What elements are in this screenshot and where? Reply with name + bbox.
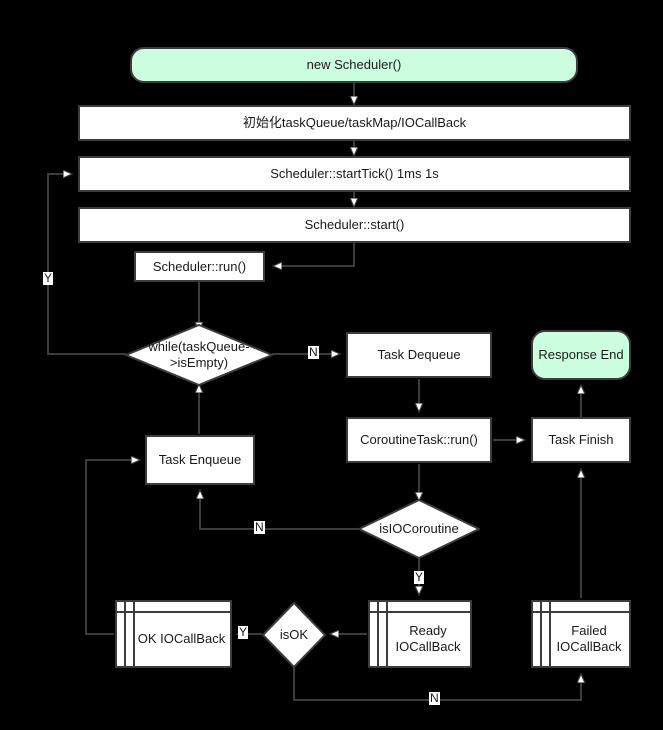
- subroutine-bar-left: [540, 602, 542, 666]
- node-task-finish[interactable]: Task Finish: [531, 417, 631, 463]
- node-task-dequeue[interactable]: Task Dequeue: [346, 332, 492, 378]
- node-ready-iocallback[interactable]: Ready IOCallBack: [368, 600, 472, 668]
- node-new-scheduler[interactable]: new Scheduler(): [130, 47, 578, 83]
- node-scheduler-start-tick-label: Scheduler::startTick() 1ms 1s: [270, 166, 439, 181]
- edge-ok-to-enqueue: [85, 460, 139, 635]
- node-response-end-label: Response End: [538, 347, 624, 362]
- subroutine-top-rule: [370, 611, 470, 613]
- subroutine-top-rule: [117, 611, 230, 613]
- node-ok-iocallback[interactable]: OK IOCallBack: [115, 600, 232, 668]
- edge-start-to-run: [274, 242, 355, 266]
- edge-isiocoroutine-no-to-enqueue: [200, 491, 358, 530]
- node-new-scheduler-label: new Scheduler(): [306, 57, 402, 72]
- node-while-task-queue-empty[interactable]: while(taskQueue->isEmpty): [125, 324, 273, 386]
- edge-label-isok-no: N: [429, 691, 440, 705]
- edge-label-isok-yes: Y: [238, 625, 249, 639]
- node-coroutine-task-run[interactable]: CoroutineTask::run(): [346, 417, 492, 463]
- node-scheduler-start-label: Scheduler::start(): [304, 217, 405, 232]
- node-init-structures-label: 初始化taskQueue/taskMap/IOCallBack: [242, 115, 467, 130]
- subroutine-bar-inner: [386, 602, 388, 666]
- node-coroutine-task-run-label: CoroutineTask::run(): [360, 432, 478, 447]
- node-task-finish-label: Task Finish: [548, 432, 614, 447]
- diamond-shape: [262, 602, 326, 668]
- node-task-dequeue-label: Task Dequeue: [377, 347, 461, 362]
- edge-while-yes-to-starttick: [47, 174, 126, 355]
- edge-label-while-no: N: [308, 345, 319, 359]
- node-is-ok[interactable]: isOK: [262, 602, 326, 668]
- node-init-structures[interactable]: 初始化taskQueue/taskMap/IOCallBack: [78, 105, 631, 141]
- node-ok-iocallback-label: OK IOCallBack: [137, 630, 226, 646]
- subroutine-bar-left: [377, 602, 379, 666]
- subroutine-bar-inner: [133, 602, 135, 666]
- node-scheduler-start[interactable]: Scheduler::start(): [78, 207, 631, 243]
- node-task-enqueue-label: Task Enqueue: [158, 452, 242, 467]
- node-scheduler-start-tick[interactable]: Scheduler::startTick() 1ms 1s: [78, 156, 631, 192]
- node-while-task-queue-empty-label: while(taskQueue->isEmpty): [148, 339, 250, 370]
- subroutine-bar-inner: [549, 602, 551, 666]
- node-is-ok-label: isOK: [279, 627, 309, 642]
- node-failed-iocallback[interactable]: Failed IOCallBack: [531, 600, 631, 668]
- diamond-shape: [358, 499, 480, 559]
- node-scheduler-run-label: Scheduler::run(): [152, 258, 247, 274]
- edge-label-iocoroutine-yes: Y: [414, 570, 425, 584]
- node-response-end[interactable]: Response End: [531, 330, 631, 380]
- node-is-io-coroutine-label: isIOCoroutine: [379, 521, 459, 536]
- node-scheduler-run[interactable]: Scheduler::run(): [134, 251, 265, 282]
- subroutine-bar-left: [124, 602, 126, 666]
- node-is-io-coroutine[interactable]: isIOCoroutine: [358, 499, 480, 559]
- node-failed-iocallback-label: Failed IOCallBack: [556, 622, 622, 654]
- subroutine-top-rule: [533, 611, 629, 613]
- edge-label-while-yes: Y: [43, 271, 54, 285]
- edge-label-iocoroutine-no: N: [254, 520, 265, 534]
- node-task-enqueue[interactable]: Task Enqueue: [145, 435, 255, 485]
- node-ready-iocallback-label: Ready IOCallBack: [395, 622, 461, 654]
